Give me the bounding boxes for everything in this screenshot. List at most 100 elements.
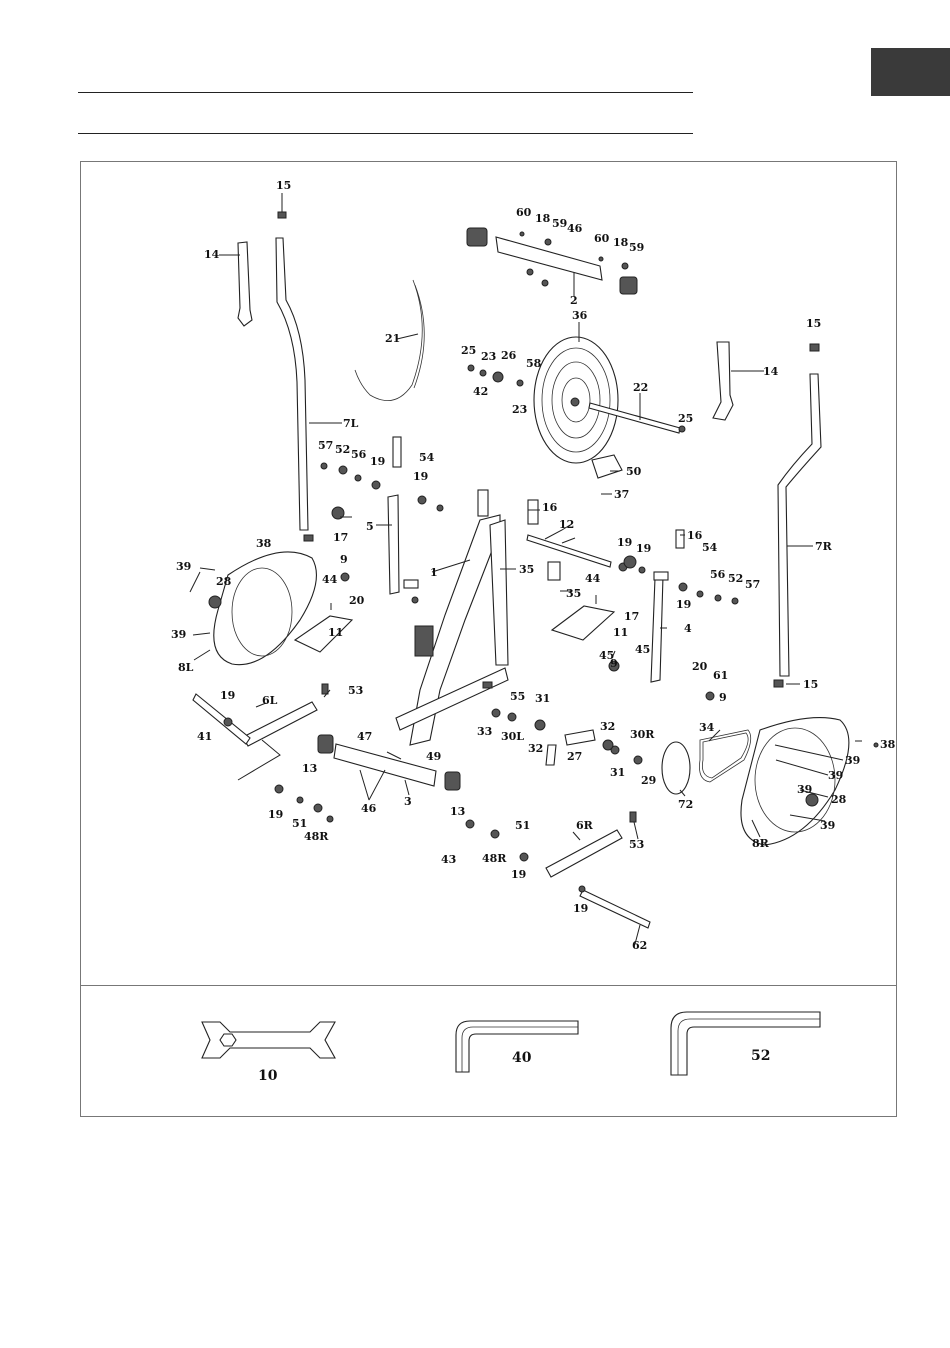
part-label: 44 — [585, 572, 601, 585]
part-label: 54 — [419, 451, 435, 464]
part-label: 72 — [678, 798, 693, 811]
part-label: 56 — [710, 568, 726, 581]
part-label: 16 — [687, 529, 703, 542]
part-label: 35 — [519, 563, 534, 576]
part-label: 47 — [357, 730, 372, 743]
part-label: 20 — [349, 594, 365, 607]
tool-label: 10 — [258, 1068, 278, 1084]
part-label: 3 — [404, 795, 412, 808]
part-label: 39 — [176, 560, 191, 573]
part-label: 59 — [629, 241, 644, 254]
part-label: 39 — [820, 819, 835, 832]
part-label: 36 — [572, 309, 588, 322]
part-label: 21 — [385, 332, 400, 345]
part-label: 31 — [610, 766, 625, 779]
part-label: 30R — [630, 728, 655, 741]
parts-drawing — [192, 211, 879, 929]
part-label: 32 — [600, 720, 615, 733]
part-label: 56 — [351, 448, 367, 461]
part-label: 13 — [302, 762, 317, 775]
part-label: 20 — [692, 660, 708, 673]
part-label: 33 — [477, 725, 492, 738]
part-label: 1 — [430, 566, 438, 579]
part-label: 23 — [512, 403, 527, 416]
tools-divider — [80, 985, 897, 986]
part-label: 15 — [276, 179, 291, 192]
part-label: 26 — [501, 349, 517, 362]
part-label: 54 — [702, 541, 718, 554]
part-labels: 15 14 7L 21 60 18 59 46 60 18 59 2 36 25… — [171, 179, 896, 952]
part-label: 52 — [335, 443, 350, 456]
part-label: 51 — [515, 819, 530, 832]
part-label: 46 — [567, 222, 583, 235]
part-label: 55 — [510, 690, 525, 703]
part-label: 39 — [828, 769, 843, 782]
part-label: 5 — [366, 520, 374, 533]
part-label: 18 — [613, 236, 629, 249]
part-label: 22 — [633, 381, 648, 394]
header-rule-top — [78, 92, 693, 93]
part-label: 7R — [815, 540, 833, 553]
part-label: 39 — [845, 754, 860, 767]
part-label: 2 — [570, 294, 578, 307]
tool-allen-key-52: 52 — [670, 1011, 821, 1076]
part-label: 4 — [684, 622, 692, 635]
part-label: 48R — [482, 852, 507, 865]
part-label: 14 — [204, 248, 220, 261]
part-label: 60 — [594, 232, 610, 245]
part-label: 60 — [516, 206, 532, 219]
part-label: 51 — [292, 817, 307, 830]
part-label: 49 — [426, 750, 441, 763]
part-label: 31 — [535, 692, 550, 705]
part-label: 58 — [526, 357, 542, 370]
part-label: 19 — [676, 598, 691, 611]
part-label: 34 — [699, 721, 715, 734]
part-label: 57 — [745, 578, 760, 591]
part-label: 12 — [559, 518, 574, 531]
part-label: 43 — [441, 853, 456, 866]
part-label: 19 — [573, 902, 588, 915]
part-label: 15 — [803, 678, 818, 691]
part-label: 19 — [413, 470, 428, 483]
part-label: 9 — [340, 553, 348, 566]
allen-key-icon — [455, 1020, 579, 1073]
part-label: 53 — [629, 838, 644, 851]
part-label: 39 — [797, 783, 812, 796]
part-label: 19 — [370, 455, 385, 468]
tool-label: 52 — [751, 1048, 770, 1064]
part-label: 35 — [566, 587, 581, 600]
part-label: 30L — [501, 730, 524, 743]
part-label: 50 — [626, 465, 642, 478]
part-label: 19 — [636, 542, 651, 555]
part-label: 19 — [220, 689, 235, 702]
part-label: 25 — [678, 412, 693, 425]
part-label: 11 — [613, 626, 628, 639]
part-label: 13 — [450, 805, 465, 818]
part-label: 53 — [348, 684, 363, 697]
exploded-view-frame — [80, 161, 897, 1117]
tool-allen-key-40: 40 — [455, 1020, 579, 1073]
part-label: 44 — [322, 573, 338, 586]
part-label: 28 — [831, 793, 847, 806]
allen-key-icon — [670, 1011, 821, 1076]
part-label: 19 — [268, 808, 283, 821]
part-label: 11 — [328, 626, 343, 639]
part-label: 19 — [617, 536, 632, 549]
tool-label: 40 — [512, 1050, 532, 1066]
part-label: 9 — [719, 691, 727, 704]
part-label: 23 — [481, 350, 496, 363]
part-label: 57 — [318, 439, 333, 452]
part-label: 37 — [614, 488, 629, 501]
part-label: 28 — [216, 575, 232, 588]
part-label: 32 — [528, 742, 543, 755]
part-label: 17 — [333, 531, 348, 544]
part-label: 42 — [473, 385, 488, 398]
part-label: 18 — [535, 212, 551, 225]
part-label: 59 — [552, 217, 567, 230]
part-label: 61 — [713, 669, 728, 682]
part-label: 14 — [763, 365, 779, 378]
part-label: 9 — [610, 657, 618, 670]
part-label: 17 — [624, 610, 639, 623]
part-label: 7L — [343, 417, 359, 430]
